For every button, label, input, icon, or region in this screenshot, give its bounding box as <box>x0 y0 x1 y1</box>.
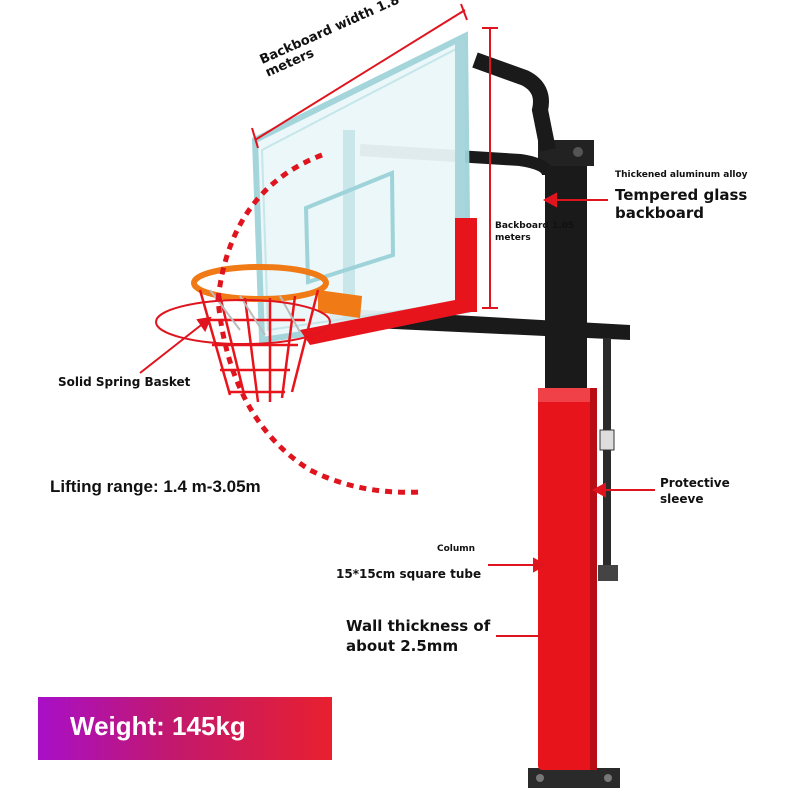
tempered-label-line2: backboard <box>615 204 705 222</box>
backboard-side-pad <box>455 218 477 312</box>
gas-strut <box>603 338 611 578</box>
square-tube-label: 15*15cm square tube <box>336 567 482 581</box>
wall-thickness-line2: about 2.5mm <box>346 637 459 655</box>
spring-basket-label: Solid Spring Basket <box>58 375 191 389</box>
base-plate <box>528 768 620 788</box>
shooter-square <box>303 170 396 285</box>
middle-arm <box>359 144 554 176</box>
basket-arrow <box>139 321 206 374</box>
tempered-label-line1: Tempered glass <box>615 186 748 204</box>
basket-highlight-ellipse <box>155 299 331 345</box>
backboard-height-label: Backboard 1.05 meters <box>495 221 575 243</box>
width-dimension-line <box>254 9 466 141</box>
protective-sleeve-pad <box>538 388 597 770</box>
lifting-arc <box>215 152 421 495</box>
lifting-range-label: Lifting range: 1.4 m-3.05m <box>50 477 261 496</box>
weight-banner: Weight: 145kg <box>38 697 332 760</box>
backboard-glass <box>251 31 472 344</box>
protective-label-line2: sleeve <box>660 492 704 506</box>
upper-arm <box>472 52 556 152</box>
column-label: Column <box>437 544 476 554</box>
weight-label: Weight: 145kg <box>70 711 246 741</box>
protective-label-line1: Protective <box>660 476 730 490</box>
aluminum-label: Thickened aluminum alloy <box>615 170 748 180</box>
backboard-bottom-pad <box>300 300 470 345</box>
rim <box>191 264 329 302</box>
wall-thickness-line1: Wall thickness of <box>346 617 491 635</box>
